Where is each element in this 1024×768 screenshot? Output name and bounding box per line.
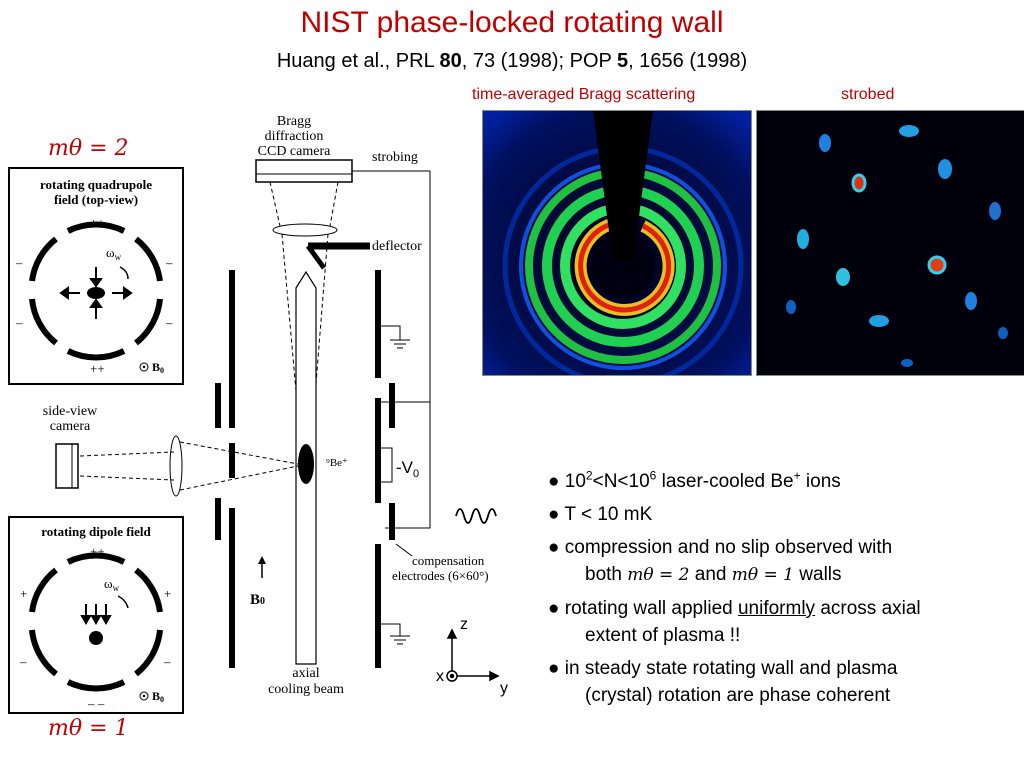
apparatus-diagram bbox=[55, 159, 500, 682]
svg-text:–: – bbox=[165, 315, 173, 330]
be-ion-label: ⁹Be⁺ bbox=[326, 457, 348, 469]
side-view-camera-label: side-view camera bbox=[42, 404, 98, 434]
svg-text:++: ++ bbox=[90, 544, 105, 559]
axis-z-label: z bbox=[460, 616, 468, 633]
time-averaged-caption: time-averaged Bragg scattering bbox=[472, 86, 696, 103]
page-title: NIST phase-locked rotating wall bbox=[300, 6, 724, 39]
svg-text:–: – bbox=[15, 255, 23, 270]
dipole-diagram: ++ – – + – + – ωw B0 bbox=[19, 544, 171, 710]
list-item: ● compression and no slip observed with … bbox=[548, 537, 893, 585]
m1-label: mθ = 1 bbox=[48, 716, 129, 741]
b0-label: B0 bbox=[250, 592, 266, 608]
list-item: ● rotating wall applied uniformly across… bbox=[548, 598, 921, 646]
list-item: ● T < 10 mK bbox=[548, 504, 653, 525]
quad-plus-top: ++ bbox=[90, 215, 105, 230]
list-item: ● in steady state rotating wall and plas… bbox=[548, 658, 898, 706]
citation: Huang et al., PRL 80, 73 (1998); POP 5, … bbox=[276, 50, 748, 72]
dipole-panel: rotating dipole field ++ – – + – + – ωw … bbox=[8, 516, 184, 714]
svg-text:–: – bbox=[165, 255, 173, 270]
svg-text:– –: – – bbox=[87, 696, 105, 710]
bragg-strobed-image bbox=[756, 110, 1024, 376]
axis-y-label: y bbox=[500, 680, 508, 697]
svg-text:+: + bbox=[20, 586, 27, 601]
svg-text:+: + bbox=[164, 586, 171, 601]
deflector-label: deflector bbox=[372, 239, 422, 254]
bullet-list: ● 102<N<106 laser-cooled Be+ ions ● T < … bbox=[548, 468, 1024, 715]
axial-beam-label: axial cooling beam bbox=[268, 666, 344, 697]
svg-text:–: – bbox=[15, 315, 23, 330]
compensation-label: compensation electrodes (6×60°) bbox=[392, 553, 489, 583]
quadrupole-panel: rotating quadrupole field (top-view) ++ … bbox=[8, 167, 184, 385]
svg-text:–: – bbox=[163, 654, 171, 669]
quadrupole-diagram: ++ ++ – – – – ωw B0 bbox=[15, 215, 173, 376]
ccd-camera-label: Bragg diffraction CCD camera bbox=[257, 114, 331, 159]
voltage-label: -V0 bbox=[396, 458, 420, 480]
svg-text:–: – bbox=[19, 654, 27, 669]
m2-label: mθ = 2 bbox=[48, 136, 129, 161]
bragg-time-averaged-image bbox=[482, 110, 752, 387]
axis-x-label: x bbox=[436, 668, 444, 685]
strobed-caption: strobed bbox=[841, 86, 895, 103]
list-item: ● 102<N<106 laser-cooled Be+ ions bbox=[548, 468, 841, 492]
strobing-label: strobing bbox=[372, 150, 418, 165]
quad-plus-bottom: ++ bbox=[90, 361, 105, 376]
